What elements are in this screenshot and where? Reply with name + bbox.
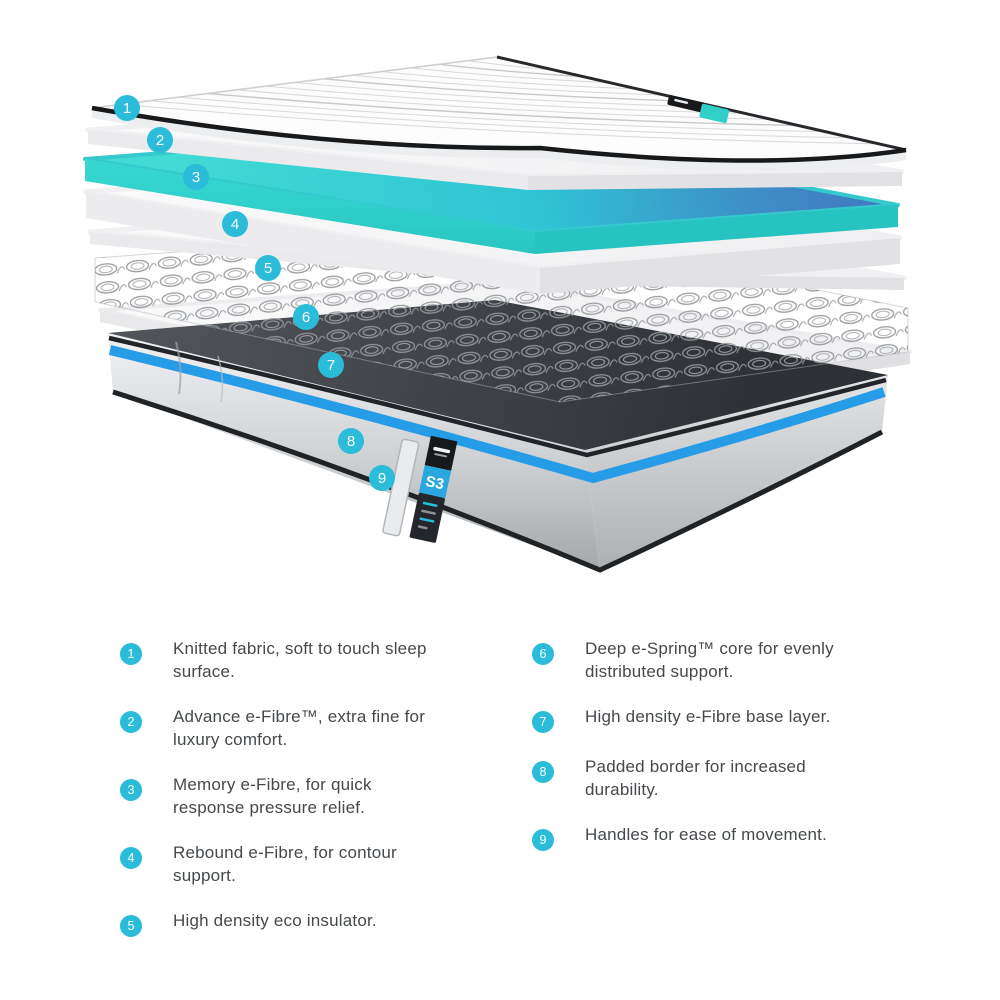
diagram-badge-2: 2 — [147, 127, 173, 153]
legend-text-6: Deep e-Spring™ core for evenly distribut… — [585, 639, 834, 681]
legend-badge-2: 2 — [120, 711, 142, 733]
handle-seam — [217, 355, 224, 403]
diagram-badge-8: 8 — [338, 428, 364, 454]
svg-text:1: 1 — [123, 100, 131, 117]
svg-text:6: 6 — [302, 309, 310, 326]
diagram-badge-1: 1 — [114, 95, 140, 121]
svg-text:5: 5 — [264, 260, 272, 277]
legend-item-1: 1 Knitted fabric, soft to touch sleep su… — [120, 637, 480, 683]
legend-text-5: High density eco insulator. — [173, 911, 377, 930]
legend-text-3: Memory e-Fibre, for quick response press… — [173, 775, 372, 817]
diagram-badge-6: 6 — [293, 304, 319, 330]
mattress-exploded-diagram: S3 — [83, 55, 912, 573]
legend-item-8: 8 Padded border for increased durability… — [532, 755, 912, 801]
svg-text:8: 8 — [347, 433, 355, 450]
base-side-right — [585, 375, 888, 570]
legend-text-8: Padded border for increased durability. — [585, 757, 806, 799]
svg-text:9: 9 — [378, 470, 386, 487]
legend-badge-3: 3 — [120, 779, 142, 801]
layer-1-knitted-fabric — [91, 55, 907, 171]
legend-column-2: 6 Deep e-Spring™ core for evenly distrib… — [532, 637, 912, 873]
legend-text-9: Handles for ease of movement. — [585, 825, 828, 844]
handle-seam — [175, 341, 182, 395]
diagram-badge-7: 7 — [318, 352, 344, 378]
legend-text-7: High density e-Fibre base layer. — [585, 707, 831, 726]
diagram-badge-4: 4 — [222, 211, 248, 237]
diagram-badge-9: 9 — [369, 465, 395, 491]
handle-strap — [382, 438, 420, 537]
legend-item-6: 6 Deep e-Spring™ core for evenly distrib… — [532, 637, 912, 683]
label-s3-panel — [418, 465, 452, 499]
legend-badge-6: 6 — [532, 643, 554, 665]
mattress-label-tag: S3 — [409, 435, 458, 543]
diagram-badge-3: 3 — [183, 164, 209, 190]
diagram-badge-5: 5 — [255, 255, 281, 281]
legend-text-1: Knitted fabric, soft to touch sleep surf… — [173, 639, 427, 681]
svg-text:3: 3 — [192, 169, 200, 186]
fabric-corner-tag — [667, 95, 730, 124]
base-blue-stripe — [108, 345, 886, 484]
legend-column-1: 1 Knitted fabric, soft to touch sleep su… — [120, 637, 480, 959]
legend-item-4: 4 Rebound e-Fibre, for contour support. — [120, 841, 480, 887]
label-s3-text: S3 — [424, 473, 445, 493]
svg-text:2: 2 — [156, 132, 164, 149]
svg-text:7: 7 — [327, 357, 335, 374]
diagram-badges: 1 2 3 4 5 6 7 8 9 — [114, 95, 395, 491]
legend-badge-9: 9 — [532, 829, 554, 851]
legend-badge-1: 1 — [120, 643, 142, 665]
legend-badge-5: 5 — [120, 915, 142, 937]
legend-badge-8: 8 — [532, 761, 554, 783]
legend-badge-4: 4 — [120, 847, 142, 869]
legend-text-4: Rebound e-Fibre, for contour support. — [173, 843, 397, 885]
legend-item-2: 2 Advance e-Fibre™, extra fine for luxur… — [120, 705, 480, 751]
legend-item-3: 3 Memory e-Fibre, for quick response pre… — [120, 773, 480, 819]
legend-item-9: 9 Handles for ease of movement. — [532, 823, 912, 851]
legend-text-2: Advance e-Fibre™, extra fine for luxury … — [173, 707, 426, 749]
legend-item-7: 7 High density e-Fibre base layer. — [532, 705, 912, 733]
svg-text:4: 4 — [231, 216, 239, 233]
legend-badge-7: 7 — [532, 711, 554, 733]
legend-item-5: 5 High density eco insulator. — [120, 909, 480, 937]
